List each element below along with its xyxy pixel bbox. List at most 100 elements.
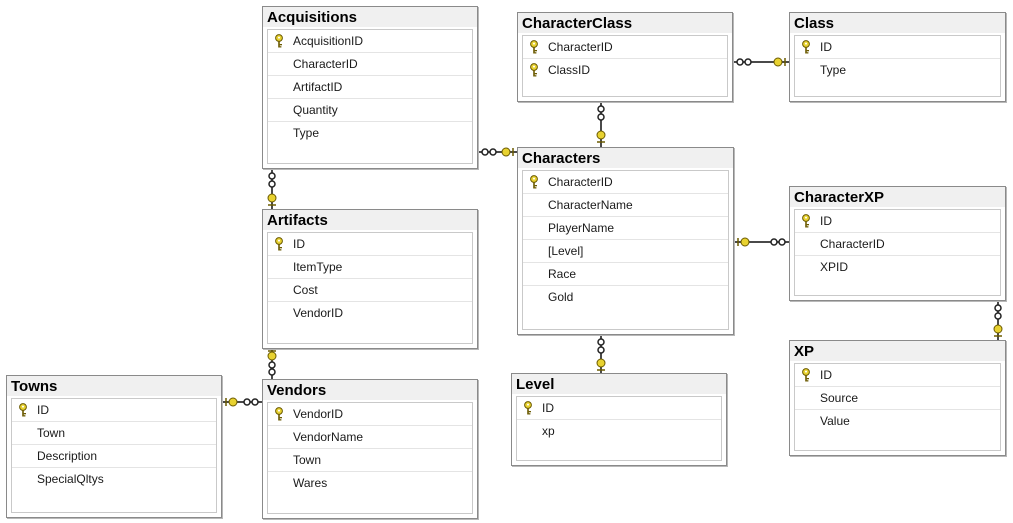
column-row[interactable]: Wares bbox=[268, 472, 472, 495]
column-row[interactable]: xp bbox=[517, 420, 721, 443]
primary-key-icon bbox=[523, 59, 545, 81]
table-title[interactable]: CharacterXP bbox=[790, 187, 1005, 207]
column-row[interactable]: Cost bbox=[268, 279, 472, 302]
column-name: Description bbox=[37, 449, 98, 463]
column-name: CharacterName bbox=[548, 198, 633, 212]
column-row[interactable]: XPID bbox=[795, 256, 1000, 279]
column-row[interactable]: VendorName bbox=[268, 426, 472, 449]
column-row[interactable]: CharacterID bbox=[523, 36, 727, 59]
table-title[interactable]: Acquisitions bbox=[263, 7, 477, 27]
column-row[interactable]: [Level] bbox=[523, 240, 728, 263]
rel-acquisitions-characters[interactable] bbox=[478, 147, 517, 157]
column-row[interactable]: ClassID bbox=[523, 59, 727, 82]
column-row[interactable]: CharacterName bbox=[523, 194, 728, 217]
column-row[interactable]: ItemType bbox=[268, 256, 472, 279]
key-cell bbox=[268, 472, 290, 494]
column-row[interactable]: PlayerName bbox=[523, 217, 728, 240]
column-row[interactable]: Quantity bbox=[268, 99, 472, 122]
column-row[interactable]: Race bbox=[523, 263, 728, 286]
rel-characterxp-xp[interactable] bbox=[993, 301, 1003, 340]
column-row[interactable]: CharacterID bbox=[268, 53, 472, 76]
column-name: Cost bbox=[293, 283, 318, 297]
table-title[interactable]: Class bbox=[790, 13, 1005, 33]
column-row[interactable]: ID bbox=[795, 210, 1000, 233]
column-row[interactable]: SpecialQltys bbox=[12, 468, 216, 491]
column-name: CharacterID bbox=[820, 237, 885, 251]
rel-characters-level[interactable] bbox=[596, 335, 606, 373]
column-name: AcquisitionID bbox=[293, 34, 364, 48]
rel-characterclass-class[interactable] bbox=[733, 57, 789, 67]
rel-acquisitions-artifacts[interactable] bbox=[267, 169, 277, 209]
primary-key-icon bbox=[268, 30, 290, 52]
key-cell bbox=[268, 99, 290, 121]
column-name: PlayerName bbox=[548, 221, 615, 235]
key-cell bbox=[517, 420, 539, 442]
column-row[interactable]: CharacterID bbox=[523, 171, 728, 194]
table-title[interactable]: Level bbox=[512, 374, 726, 394]
table-title[interactable]: Artifacts bbox=[263, 210, 477, 230]
column-row[interactable]: Town bbox=[268, 449, 472, 472]
primary-key-icon bbox=[795, 364, 817, 386]
key-cell bbox=[268, 53, 290, 75]
rel-artifacts-vendors[interactable] bbox=[267, 349, 277, 379]
key-cell bbox=[268, 302, 290, 324]
column-name: ID bbox=[820, 214, 832, 228]
table-title[interactable]: XP bbox=[790, 341, 1005, 361]
table-title[interactable]: Characters bbox=[518, 148, 733, 168]
primary-key-icon bbox=[523, 36, 545, 58]
column-row[interactable]: Type bbox=[795, 59, 1000, 82]
rel-vendors-towns[interactable] bbox=[222, 397, 262, 407]
key-cell bbox=[795, 410, 817, 432]
column-row[interactable]: Type bbox=[268, 122, 472, 145]
column-row[interactable]: ID bbox=[517, 397, 721, 420]
column-row[interactable]: ArtifactID bbox=[268, 76, 472, 99]
table-title[interactable]: Vendors bbox=[263, 380, 477, 400]
table-characterclass[interactable]: CharacterClass CharacterID ClassID bbox=[517, 12, 733, 102]
column-row[interactable]: ID bbox=[795, 36, 1000, 59]
column-row[interactable]: VendorID bbox=[268, 302, 472, 325]
column-name: Value bbox=[820, 414, 850, 428]
column-name: CharacterID bbox=[548, 40, 613, 54]
column-row[interactable]: Description bbox=[12, 445, 216, 468]
column-row[interactable]: Town bbox=[12, 422, 216, 445]
rel-characterxp-characters[interactable] bbox=[734, 237, 789, 247]
column-row[interactable]: CharacterID bbox=[795, 233, 1000, 256]
column-name: Type bbox=[293, 126, 320, 140]
column-row[interactable]: AcquisitionID bbox=[268, 30, 472, 53]
key-cell bbox=[523, 263, 545, 285]
key-cell bbox=[268, 279, 290, 301]
key-cell bbox=[268, 122, 290, 144]
column-name: VendorName bbox=[293, 430, 364, 444]
column-name: XPID bbox=[820, 260, 849, 274]
table-title[interactable]: CharacterClass bbox=[518, 13, 732, 33]
column-row[interactable]: Source bbox=[795, 387, 1000, 410]
column-row[interactable]: ID bbox=[12, 399, 216, 422]
column-row[interactable]: ID bbox=[795, 364, 1000, 387]
column-row[interactable]: Value bbox=[795, 410, 1000, 433]
column-name: Source bbox=[820, 391, 859, 405]
key-cell bbox=[12, 468, 34, 490]
table-title[interactable]: Towns bbox=[7, 376, 221, 396]
key-cell bbox=[12, 445, 34, 467]
column-row[interactable]: Gold bbox=[523, 286, 728, 309]
column-name: Gold bbox=[548, 290, 574, 304]
column-row[interactable]: ID bbox=[268, 233, 472, 256]
column-row[interactable]: VendorID bbox=[268, 403, 472, 426]
table-characterxp[interactable]: CharacterXP ID CharacterID XPID bbox=[789, 186, 1006, 301]
rel-characterclass-characters[interactable] bbox=[596, 102, 606, 147]
primary-key-icon bbox=[517, 397, 539, 419]
